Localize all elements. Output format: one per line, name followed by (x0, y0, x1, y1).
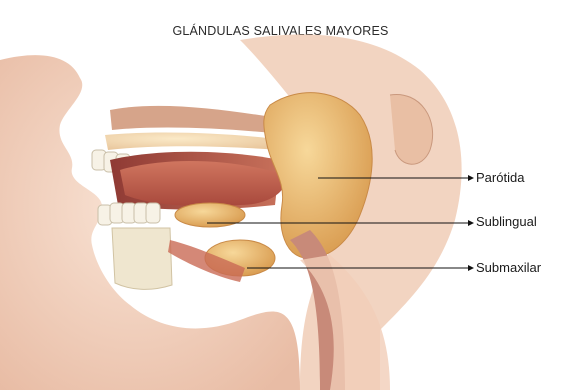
palate-bone (105, 133, 285, 150)
arrowhead-sublingual (468, 220, 474, 226)
label-parotida: Parótida (476, 170, 524, 185)
arrowhead-parotida (468, 175, 474, 181)
label-submaxilar: Submaxilar (476, 260, 541, 275)
mandible-bone (112, 228, 172, 289)
lower-teeth (98, 203, 160, 225)
nasal-cavity (110, 106, 290, 135)
arrowhead-submaxilar (468, 265, 474, 271)
label-sublingual: Sublingual (476, 214, 537, 229)
